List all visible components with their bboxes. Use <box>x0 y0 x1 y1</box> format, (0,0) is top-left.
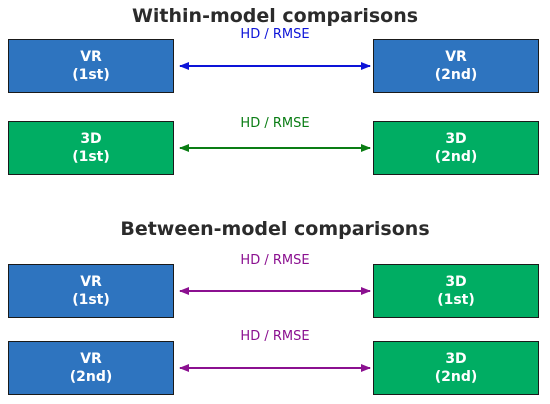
box-vr-1st: VR (1st) <box>8 39 174 93</box>
box-vr-2nd-between: VR (2nd) <box>8 341 174 395</box>
within-title: Within-model comparisons <box>131 5 419 27</box>
metric-label: HD / RMSE <box>240 329 310 344</box>
box-vr-1st-between: VR (1st) <box>8 264 174 318</box>
between-title: Between-model comparisons <box>120 218 430 240</box>
box-3d-2nd: 3D (2nd) <box>373 121 539 175</box>
box-3d-1st-between: 3D (1st) <box>373 264 539 318</box>
box-3d-1st: 3D (1st) <box>8 121 174 175</box>
metric-label: HD / RMSE <box>240 116 310 131</box>
metric-label: HD / RMSE <box>240 253 310 268</box>
metric-label: HD / RMSE <box>240 27 310 42</box>
box-3d-2nd-between: 3D (2nd) <box>373 341 539 395</box>
box-vr-2nd: VR (2nd) <box>373 39 539 93</box>
